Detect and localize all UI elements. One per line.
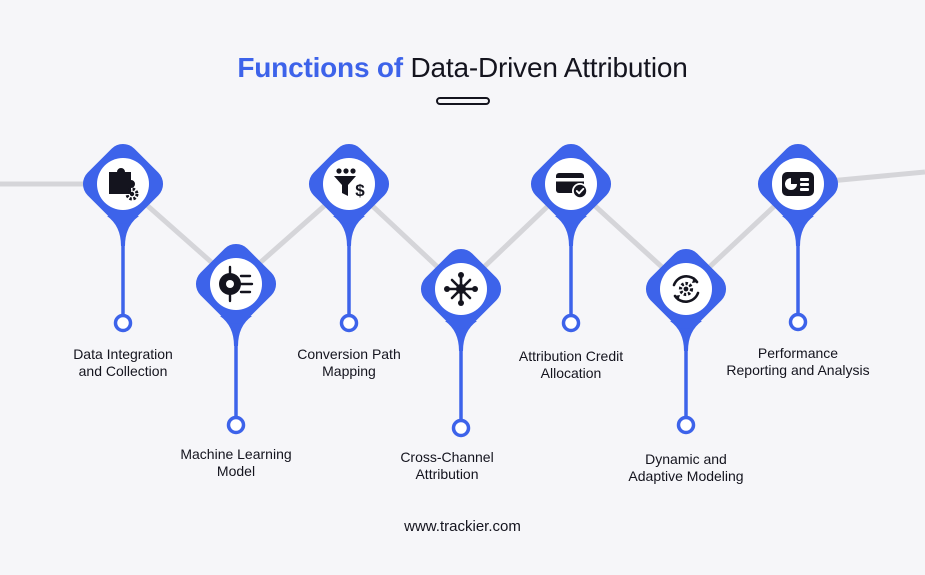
- step-marker-5: [530, 143, 612, 333]
- network-hub-icon: [444, 272, 478, 306]
- step-endpoint: [561, 313, 581, 333]
- step-label-3: Conversion Path Mapping: [297, 346, 401, 379]
- funnel-dollar-icon: $: [334, 168, 365, 200]
- step-marker-4: [420, 248, 502, 438]
- title-accent: Functions of: [237, 52, 403, 83]
- dashboard-chart-icon: [782, 172, 814, 196]
- step-marker-2: [195, 243, 277, 435]
- card-check-icon: [556, 173, 588, 199]
- puzzle-gear-icon: [109, 168, 139, 201]
- step-label-5: Attribution Credit Allocation: [518, 348, 624, 381]
- svg-text:$: $: [355, 181, 365, 200]
- step-label-4: Cross-Channel Attribution: [400, 449, 494, 482]
- footer-url: www.trackier.com: [404, 518, 521, 535]
- step-marker-3: $: [308, 143, 390, 333]
- step-pointer: [555, 216, 587, 246]
- ai-chip-icon: [219, 265, 254, 303]
- step-label-7: Performance Reporting and Analysis: [726, 345, 870, 378]
- step-marker-7: [757, 143, 839, 332]
- step-label-1: Data Integration and Collection: [73, 346, 173, 379]
- step-pointer: [445, 321, 477, 351]
- step-endpoint: [676, 415, 696, 435]
- page-title: Functions of Data-Driven Attribution: [0, 52, 925, 84]
- step-pointer: [782, 216, 814, 246]
- step-pointer: [670, 321, 702, 351]
- step-label-2: Machine Learning Model: [180, 446, 292, 479]
- step-endpoint: [226, 415, 246, 435]
- step-pointer: [107, 216, 139, 246]
- step-icon-disc: [323, 158, 375, 210]
- step-marker-1: [82, 143, 164, 333]
- step-endpoint: [339, 313, 359, 333]
- step-endpoint: [451, 418, 471, 438]
- step-label-6: Dynamic and Adaptive Modeling: [628, 451, 744, 484]
- step-endpoint: [113, 313, 133, 333]
- title-rest: Data-Driven Attribution: [410, 52, 688, 83]
- step-marker-6: [645, 248, 727, 435]
- title-underline: [436, 97, 490, 105]
- step-pointer: [333, 216, 365, 246]
- step-pointer: [220, 316, 252, 346]
- step-endpoint: [788, 312, 808, 332]
- refresh-gear-icon: [672, 275, 700, 303]
